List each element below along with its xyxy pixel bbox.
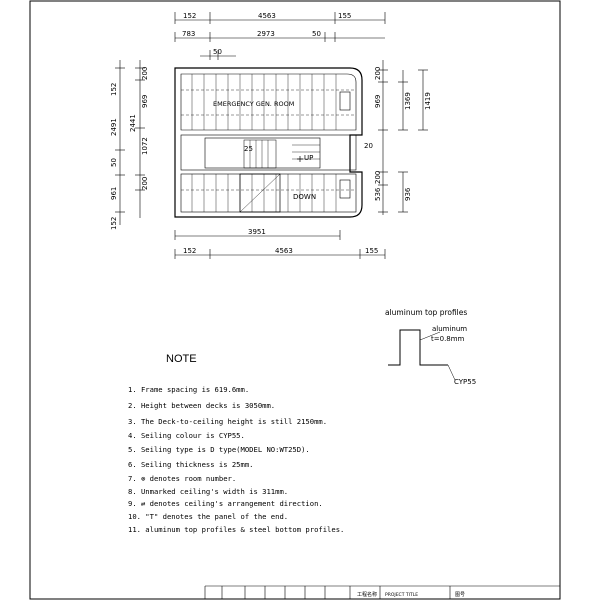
up-label: UP xyxy=(304,154,313,162)
top-dim-3: 155 xyxy=(338,12,351,20)
title-block-cell-2: PROJECT TITLE xyxy=(385,592,418,598)
inner-dim: 50 xyxy=(213,48,222,56)
right-inner-dim-2: 969 xyxy=(374,95,382,108)
right-outer-dim-1: 1369 xyxy=(404,92,412,110)
note-item-2: 2. Height between decks is 3050mm. xyxy=(128,401,275,410)
second-dim-2: 2973 xyxy=(257,30,275,38)
bottom-dimensions xyxy=(174,230,386,259)
note-item-6: 6. Seiling thickness is 25mm. xyxy=(128,460,254,469)
bottom-dim-3: 155 xyxy=(365,247,378,255)
note-item-11: 11. aluminum top profiles & steel bottom… xyxy=(128,525,344,534)
note-item-8: 8. Unmarked ceiling's width is 311mm. xyxy=(128,487,288,496)
right-dimensions xyxy=(378,60,428,215)
grid-marker-right: 20 xyxy=(364,142,373,150)
left-outer-dim-2: 2491 xyxy=(110,118,118,136)
right-outer-dim-2: 1419 xyxy=(424,92,432,110)
right-inner-dim-4: 536 xyxy=(374,187,382,201)
second-dim-1: 783 xyxy=(182,30,195,38)
floor-plan xyxy=(174,67,363,218)
note-item-5: 5. Seiling type is D type(MODEL NO:WT25D… xyxy=(128,445,310,454)
left-outer-dim-5: 152 xyxy=(110,217,118,230)
second-dim-3: 50 xyxy=(312,30,321,38)
profile-material: aluminum xyxy=(432,325,467,333)
left-outer-dim-3: 50 xyxy=(110,158,118,167)
right-inner-dim-1: 200 xyxy=(374,67,382,80)
profile-title: aluminum top profiles xyxy=(385,308,467,317)
profile-drawing xyxy=(388,329,456,381)
left-inner-dim-2: 969 xyxy=(141,95,149,108)
left-dimensions xyxy=(115,60,145,225)
left-inner-dim-4: 1072 xyxy=(141,137,149,155)
title-block xyxy=(204,585,560,599)
left-inner-dim-3: 2441 xyxy=(129,114,137,132)
bottom-inner-dim: 3951 xyxy=(248,228,266,236)
profile-code: CYP55 xyxy=(454,378,476,386)
down-label: DOWN xyxy=(293,193,316,201)
grid-marker-left: 25 xyxy=(244,145,253,153)
bottom-dim-2: 4563 xyxy=(275,247,293,255)
right-inner-dim-3: 200 xyxy=(374,171,382,184)
note-item-10: 10. "T" denotes the panel of the end. xyxy=(128,512,288,521)
top-dim-1: 152 xyxy=(183,12,196,20)
title-block-cell-1: 工程名称 xyxy=(357,591,377,598)
note-item-1: 1. Frame spacing is 619.6mm. xyxy=(128,385,249,394)
note-item-4: 4. Seiling colour is CYP55. xyxy=(128,431,245,440)
title-block-cell-3: 图号 xyxy=(455,592,465,598)
right-outer-dim-3: 936 xyxy=(404,187,412,201)
top-dim-2: 4563 xyxy=(258,12,276,20)
left-inner-dim-5: 200 xyxy=(141,177,149,190)
note-item-9: 9. ⇄ denotes ceiling's arrangement direc… xyxy=(128,499,323,508)
note-item-7: 7. ⊗ denotes room number. xyxy=(128,474,236,483)
note-item-3: 3. The Deck-to-ceiling height is still 2… xyxy=(128,417,327,426)
profile-thickness: t=0.8mm xyxy=(431,335,465,343)
left-inner-dim-1: 200 xyxy=(141,67,149,80)
top-dimensions xyxy=(174,12,386,60)
bottom-dim-1: 152 xyxy=(183,247,196,255)
room-label: EMERGENCY GEN. ROOM xyxy=(213,100,294,108)
sheet-border xyxy=(29,0,561,600)
left-outer-dim-4: 961 xyxy=(110,187,118,200)
notes-title: NOTE xyxy=(166,353,197,365)
left-outer-dim-1: 152 xyxy=(110,83,118,96)
